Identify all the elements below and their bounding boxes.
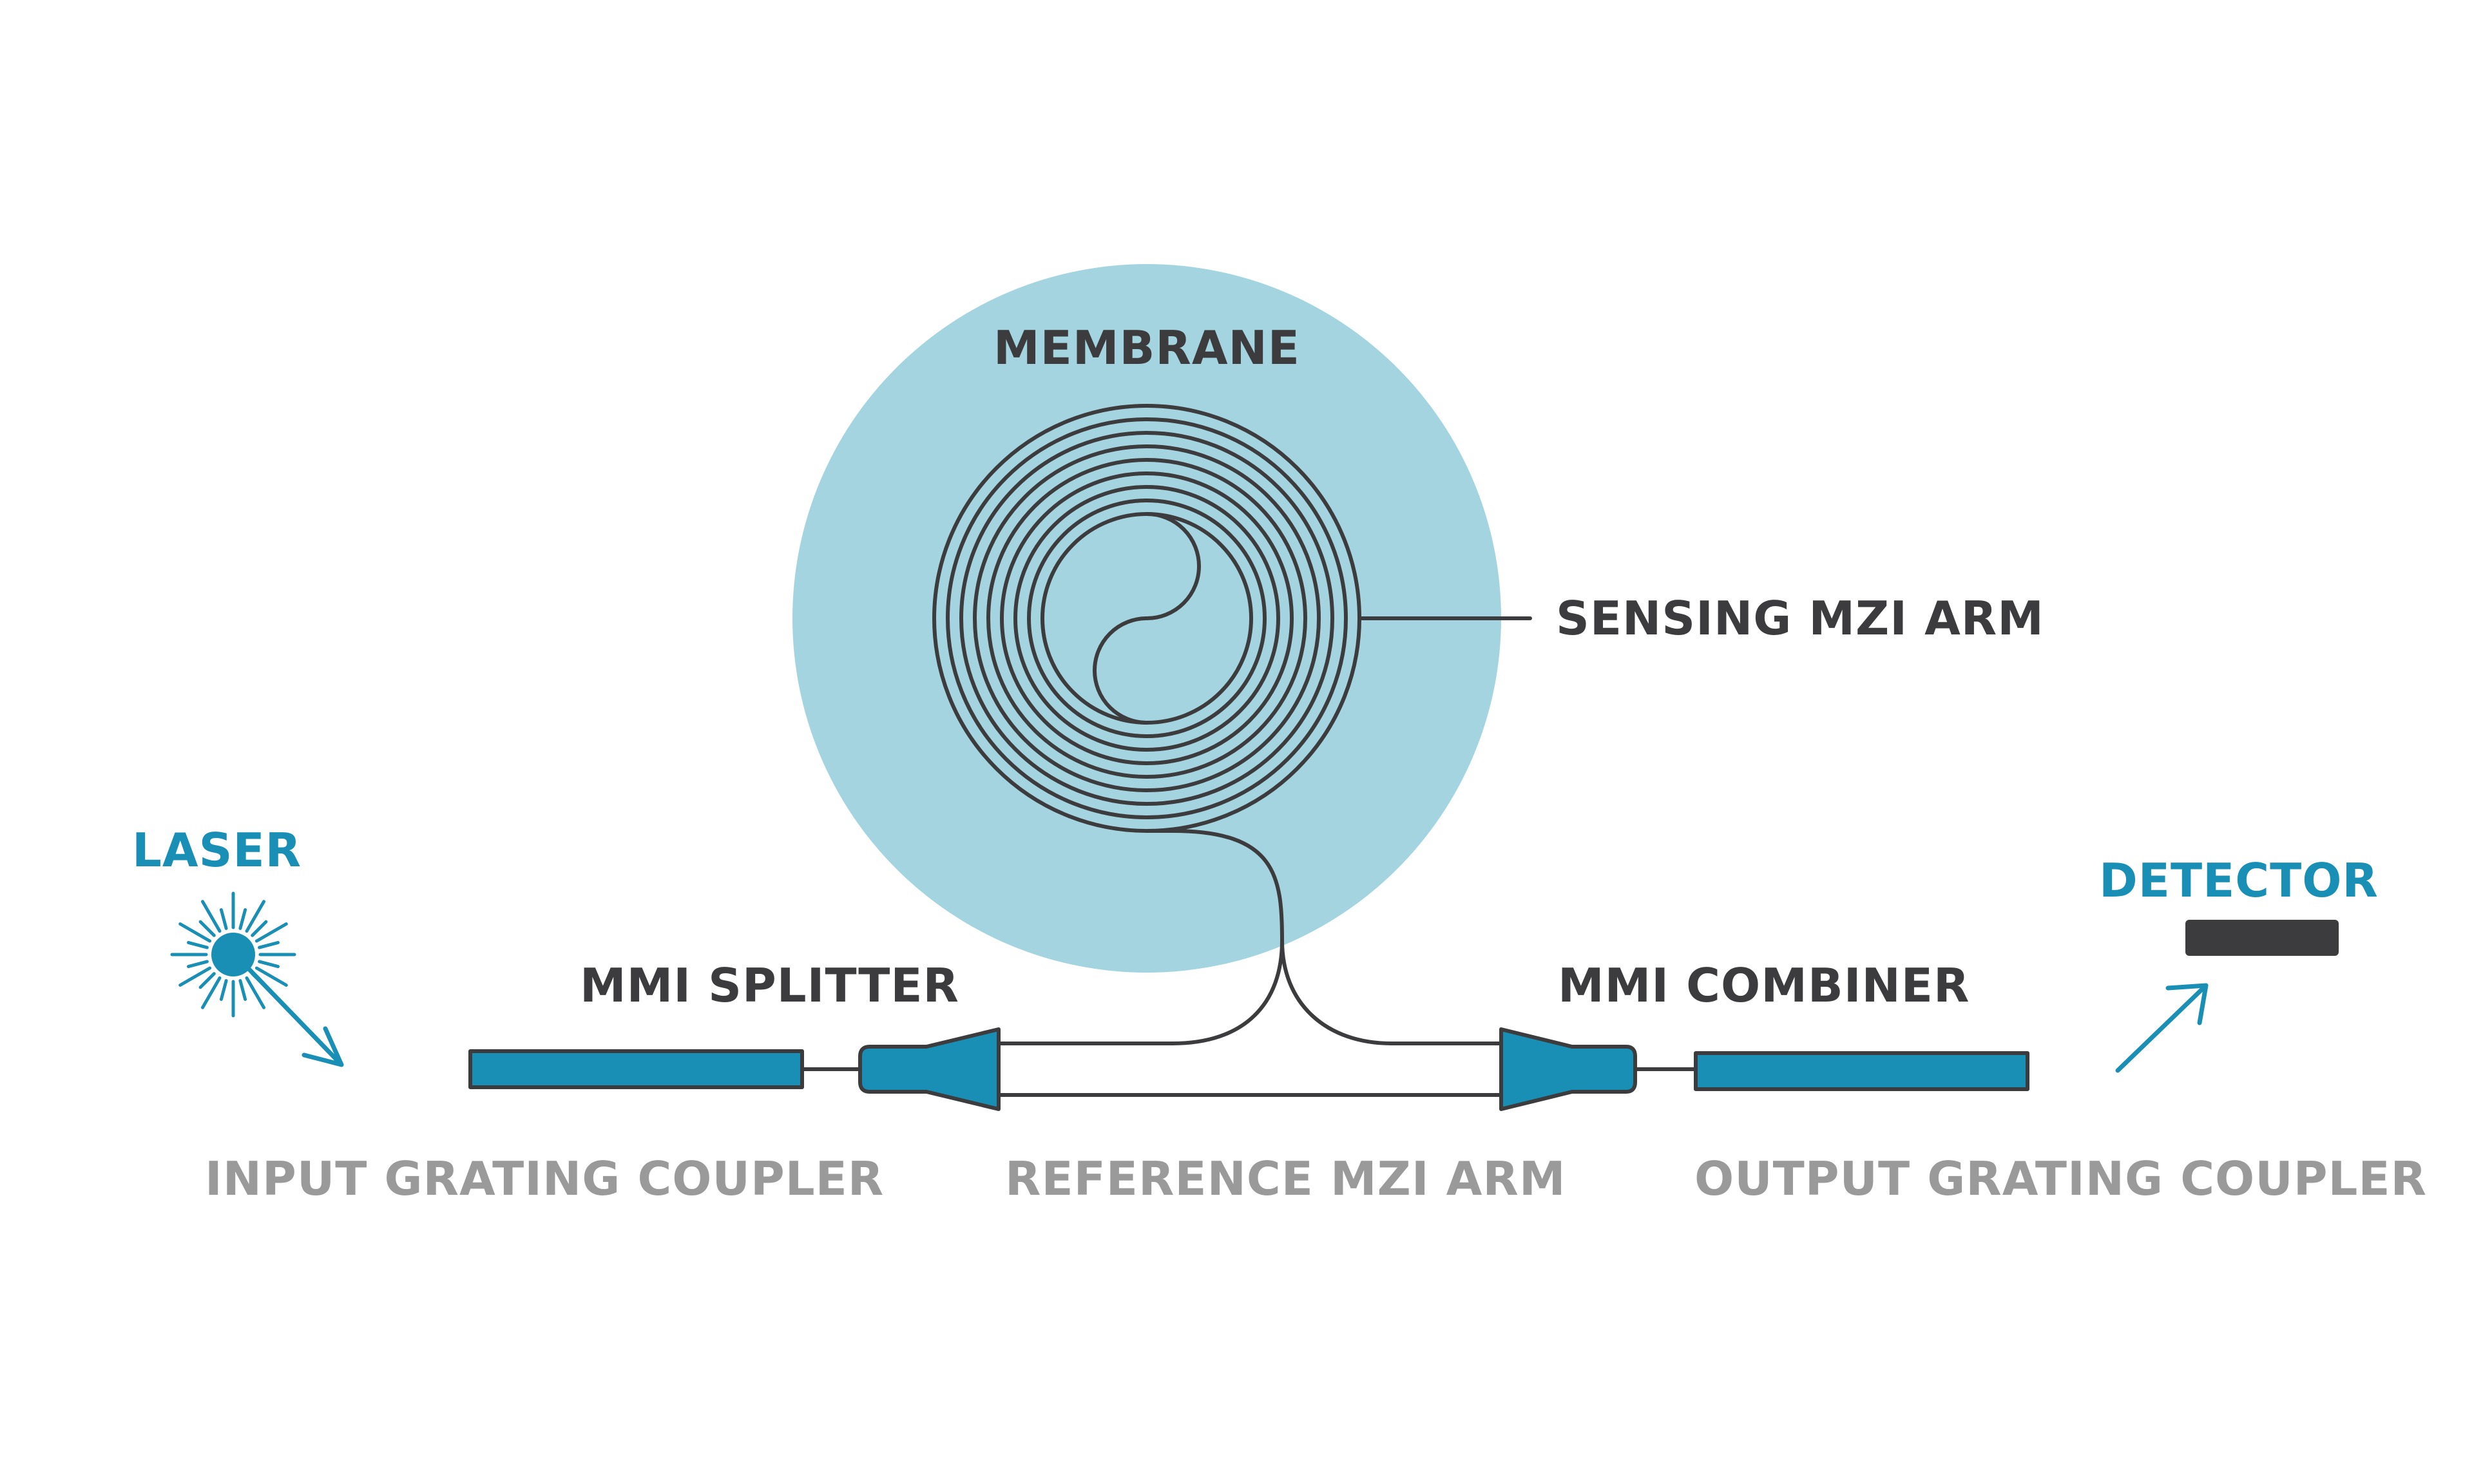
- mmi-splitter: [858, 1027, 1001, 1111]
- laser-ray: [187, 940, 209, 949]
- output-coupler-label: OUTPUT GRATING COUPLER: [1694, 1152, 2427, 1206]
- laser-ray: [201, 900, 222, 933]
- laser-ray: [178, 966, 212, 987]
- output-grating-coupler: [1694, 1051, 2029, 1091]
- laser-ray: [251, 920, 268, 937]
- laser-ray: [254, 922, 288, 943]
- arrow-down-right-icon: [244, 964, 344, 1067]
- upper-arm-right: [1280, 938, 1510, 1045]
- laser-ray: [178, 922, 212, 943]
- laser-ray: [201, 976, 222, 1009]
- spiral-s-bend: [1093, 512, 1201, 725]
- sensing-arm-label: SENSING MZI ARM: [1556, 591, 2044, 645]
- laser-ray: [245, 900, 265, 933]
- starburst-icon: [170, 891, 296, 1018]
- laser-ray: [219, 979, 228, 1001]
- laser-label: LASER: [132, 823, 302, 877]
- mmi-combiner: [1499, 1027, 1637, 1111]
- detector-block: [2185, 920, 2339, 956]
- laser-ray: [254, 966, 288, 987]
- laser-ray: [258, 940, 280, 949]
- laser-ray: [187, 960, 209, 969]
- input-coupler-label: INPUT GRATING COUPLER: [205, 1152, 884, 1206]
- laser-ray: [238, 979, 247, 1001]
- laser-ray: [245, 976, 265, 1009]
- laser-ray: [219, 908, 228, 930]
- input-grating-coupler: [468, 1049, 804, 1089]
- membrane-label: MEMBRANE: [993, 321, 1300, 375]
- upper-arm-left: [997, 938, 1284, 1045]
- laser-ray: [198, 972, 216, 989]
- laser-ray: [198, 920, 216, 937]
- spiral-exit-waveguide: [1145, 829, 1284, 942]
- mmi-splitter-label: MMI SPLITTER: [580, 958, 959, 1013]
- mmi-combiner-label: MMI COMBINER: [1558, 958, 1970, 1013]
- detector-label: DETECTOR: [2099, 853, 2379, 908]
- laser-ray: [258, 960, 280, 969]
- arrow-up-right-icon: [2115, 983, 2209, 1073]
- laser-ray: [238, 908, 247, 930]
- reference-arm-label: REFERENCE MZI ARM: [1005, 1152, 1566, 1206]
